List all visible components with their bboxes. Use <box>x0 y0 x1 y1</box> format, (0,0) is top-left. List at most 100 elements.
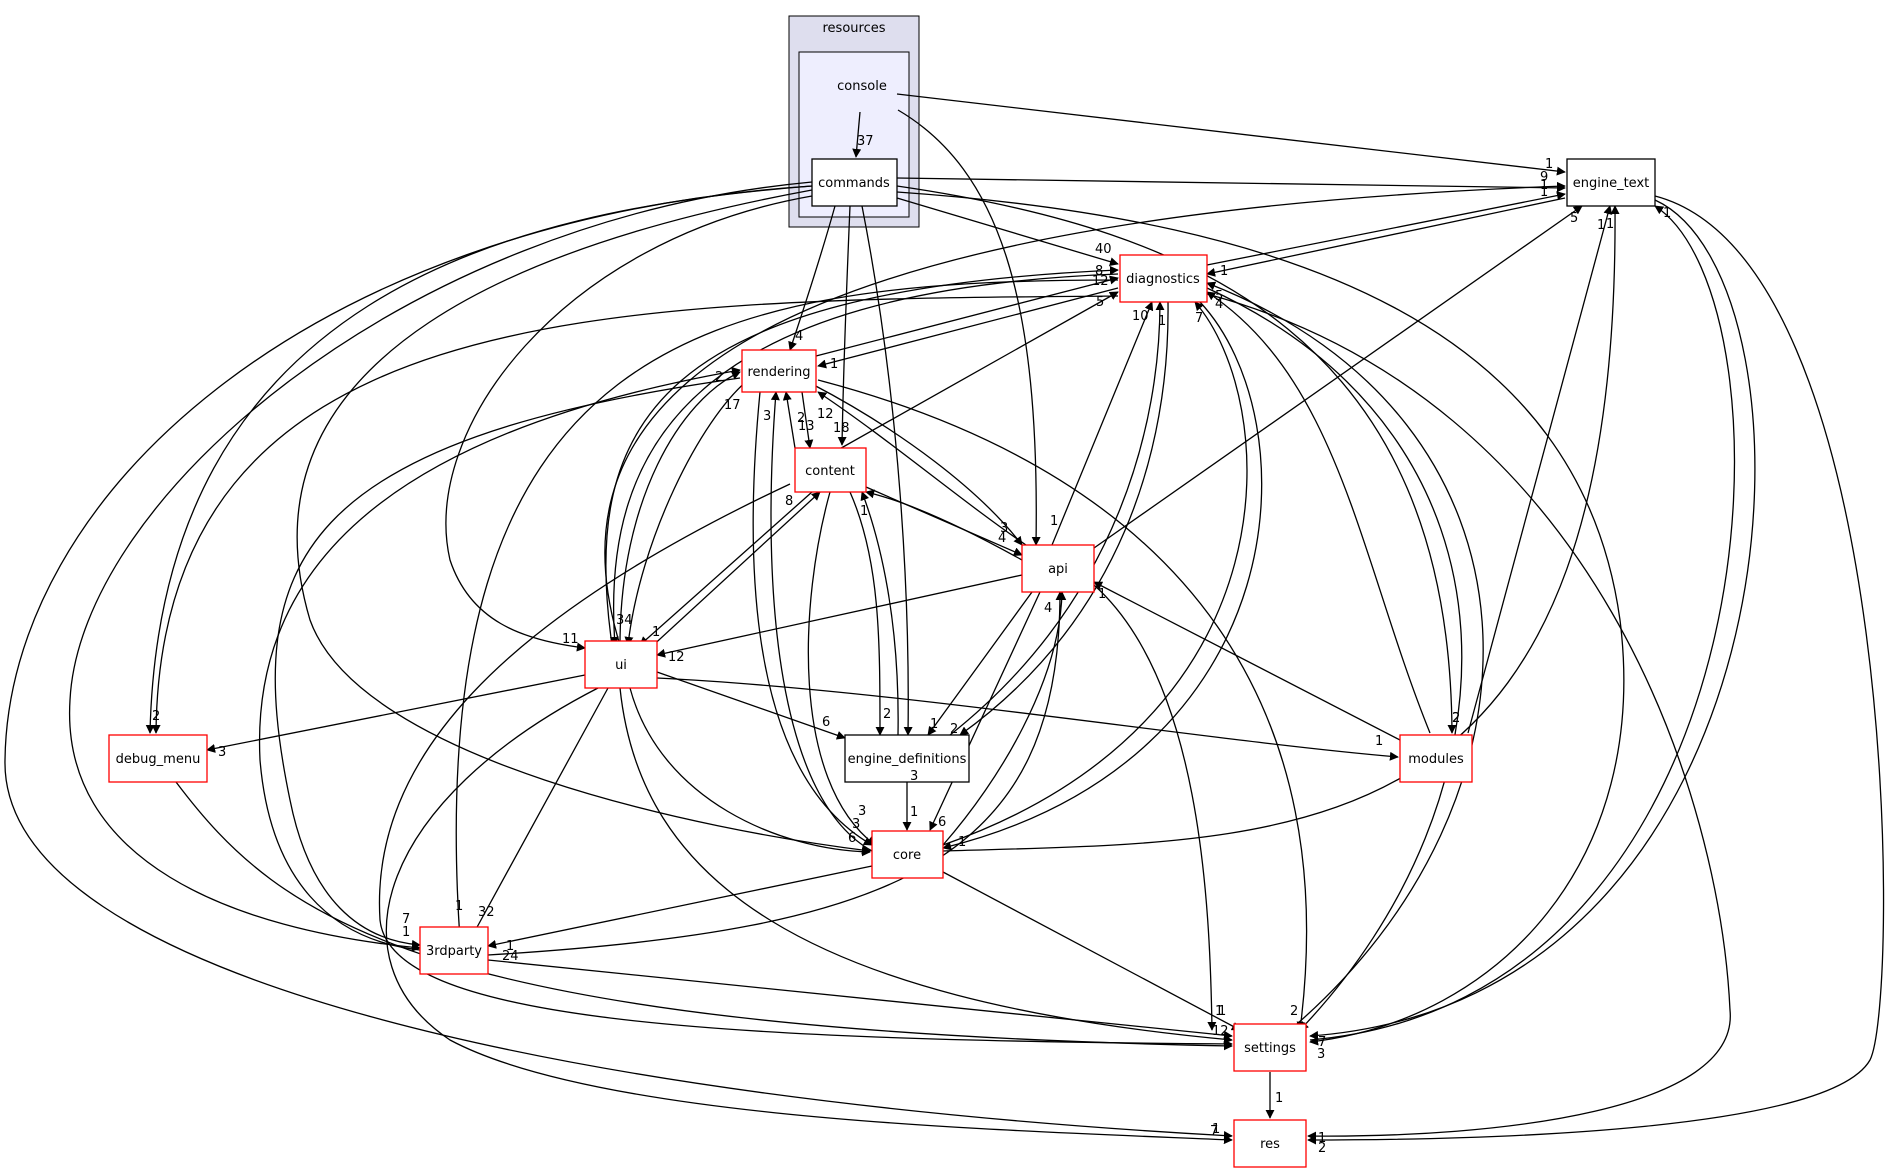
edge-label: 1 <box>402 925 410 940</box>
node-core[interactable]: core <box>871 830 944 879</box>
edge-label: 1 <box>1597 218 1605 233</box>
edge-label: 1 <box>1663 206 1671 221</box>
edge-settings-engine-text[interactable] <box>1309 205 1736 1041</box>
node-settings-label: settings <box>1244 1041 1296 1056</box>
edge-modules-api[interactable] <box>1093 581 1401 741</box>
node-engine-definitions-label: engine_definitions <box>848 752 967 767</box>
edge-diag-settings[interactable] <box>1206 287 1463 1031</box>
edge-content-ui[interactable] <box>639 491 813 646</box>
edge-commands-ui[interactable] <box>445 195 813 652</box>
edge-label: 1 <box>1098 587 1106 602</box>
edge-rendering-3rdparty[interactable] <box>274 377 741 949</box>
edge-diag-res[interactable] <box>1206 293 1731 1141</box>
edge-engine-text-res[interactable] <box>1307 195 1885 1145</box>
edge-api-core[interactable] <box>929 591 1041 831</box>
edge-content-diag[interactable] <box>819 291 1119 461</box>
edge-rendering-ui[interactable] <box>624 379 749 646</box>
node-commands[interactable]: commands <box>811 158 898 207</box>
node-engine-text[interactable]: engine_text <box>1566 158 1656 207</box>
edge-rendering-diag[interactable] <box>815 275 1119 357</box>
edge-ui-settings[interactable] <box>619 687 1233 1044</box>
edge-commands-3rdparty[interactable] <box>69 181 813 952</box>
edge-diag-engine-text[interactable] <box>1206 191 1566 266</box>
edge-diag-rendering[interactable] <box>817 287 1119 369</box>
node-settings[interactable]: settings <box>1233 1023 1307 1072</box>
edge-commands-rendering[interactable] <box>788 205 836 351</box>
edge-ui-3rdparty[interactable] <box>469 687 609 941</box>
edge-engine-text-settings[interactable] <box>1309 199 1756 1040</box>
edge-engine-text-diag[interactable] <box>1206 197 1566 277</box>
edge-core-api[interactable] <box>942 591 1067 846</box>
edge-content-settings[interactable] <box>378 483 1233 1049</box>
node-api[interactable]: api <box>1021 544 1095 593</box>
edge-label: 1 <box>1540 178 1548 193</box>
node-res[interactable]: res <box>1233 1119 1307 1168</box>
edge-label: 13 <box>798 419 815 434</box>
node-engine-definitions[interactable]: engine_definitions <box>844 734 970 783</box>
edge-core-settings[interactable] <box>942 871 1241 1031</box>
node-diagnostics[interactable]: diagnostics <box>1119 254 1208 303</box>
node-api-label: api <box>1048 562 1068 577</box>
edge-api-diag[interactable] <box>1051 301 1154 546</box>
edge-ui-res[interactable] <box>385 687 1233 1145</box>
edge-3rdparty-settings[interactable] <box>487 959 1233 1040</box>
edge-console-api[interactable] <box>897 109 1041 546</box>
edge-commands-engdef[interactable] <box>861 205 913 736</box>
edge-core-diag[interactable] <box>942 301 1248 846</box>
edge-api-settings[interactable] <box>1093 584 1217 1031</box>
edge-content-core[interactable] <box>807 491 876 846</box>
edge-ui-rendering[interactable] <box>619 371 741 646</box>
edge-core-engine-text[interactable] <box>942 205 1620 852</box>
edge-core-3rdparty[interactable] <box>487 865 873 949</box>
node-rendering[interactable]: rendering <box>741 349 817 393</box>
edge-3rdparty-rendering[interactable] <box>258 366 741 951</box>
edge-console-engine-text[interactable] <box>896 93 1566 176</box>
node-modules[interactable]: modules <box>1399 734 1473 783</box>
edge-label: 6 <box>822 715 830 730</box>
edge-ui-content[interactable] <box>647 491 821 651</box>
edge-commands-modules[interactable] <box>896 185 1457 734</box>
edge-settings-diag[interactable] <box>1206 281 1484 1031</box>
edge-api-ui[interactable] <box>656 574 1023 658</box>
node-3rdparty[interactable]: 3rdparty <box>419 926 489 975</box>
edge-modules-diag[interactable] <box>1206 291 1431 734</box>
edge-api-rendering[interactable] <box>817 391 1027 546</box>
node-debug-menu[interactable]: debug_menu <box>108 734 208 783</box>
node-ui[interactable]: ui <box>584 640 658 689</box>
edge-label: 3 <box>1317 1047 1325 1062</box>
edge-api-content[interactable] <box>865 489 1023 561</box>
edge-modules-engine-text[interactable] <box>1467 205 1613 734</box>
edge-label: 12 <box>817 407 834 422</box>
edge-diag-ui[interactable] <box>609 273 1119 646</box>
edge-diag-engdef[interactable] <box>959 301 1169 736</box>
edge-content-engdef[interactable] <box>849 491 885 736</box>
node-diagnostics-label: diagnostics <box>1126 272 1200 287</box>
edge-engdef-content[interactable] <box>860 491 899 736</box>
edge-ui-modules[interactable] <box>656 677 1399 761</box>
edge-content-api[interactable] <box>865 486 1023 556</box>
edge-commands-engine-text[interactable] <box>896 177 1566 193</box>
edge-api-engine-text[interactable] <box>1093 205 1583 549</box>
edge-commands-core[interactable] <box>296 189 871 855</box>
edge-label: 4 <box>1215 297 1223 312</box>
edge-ui-engdef[interactable] <box>656 671 846 740</box>
edge-commands-res[interactable] <box>4 185 1233 1141</box>
edge-engdef-diag[interactable] <box>949 301 1165 736</box>
edge-rendering-api[interactable] <box>811 383 1023 546</box>
edge-diag-3rdparty[interactable] <box>454 279 1119 941</box>
edge-rendering-settings[interactable] <box>817 379 1308 1031</box>
edge-commands-diagnostics[interactable] <box>896 197 1119 266</box>
edge-core-rendering[interactable] <box>770 391 873 852</box>
edge-content-rendering[interactable] <box>782 391 796 449</box>
edge-console-commands[interactable] <box>852 111 862 158</box>
edge-ui-core[interactable] <box>629 687 871 857</box>
edge-ui-debug-menu[interactable] <box>206 674 586 753</box>
edge-commands-settings[interactable] <box>896 191 1625 1046</box>
edge-rendering-content[interactable] <box>801 391 814 449</box>
edge-ui-engine-text[interactable] <box>604 181 1566 646</box>
edge-diag-core[interactable] <box>942 301 1263 851</box>
edge-diag-debug-menu[interactable] <box>151 295 1119 734</box>
node-content[interactable]: content <box>794 447 867 493</box>
edge-commands-content[interactable] <box>837 205 851 446</box>
edge-api-engdef[interactable] <box>927 591 1033 736</box>
